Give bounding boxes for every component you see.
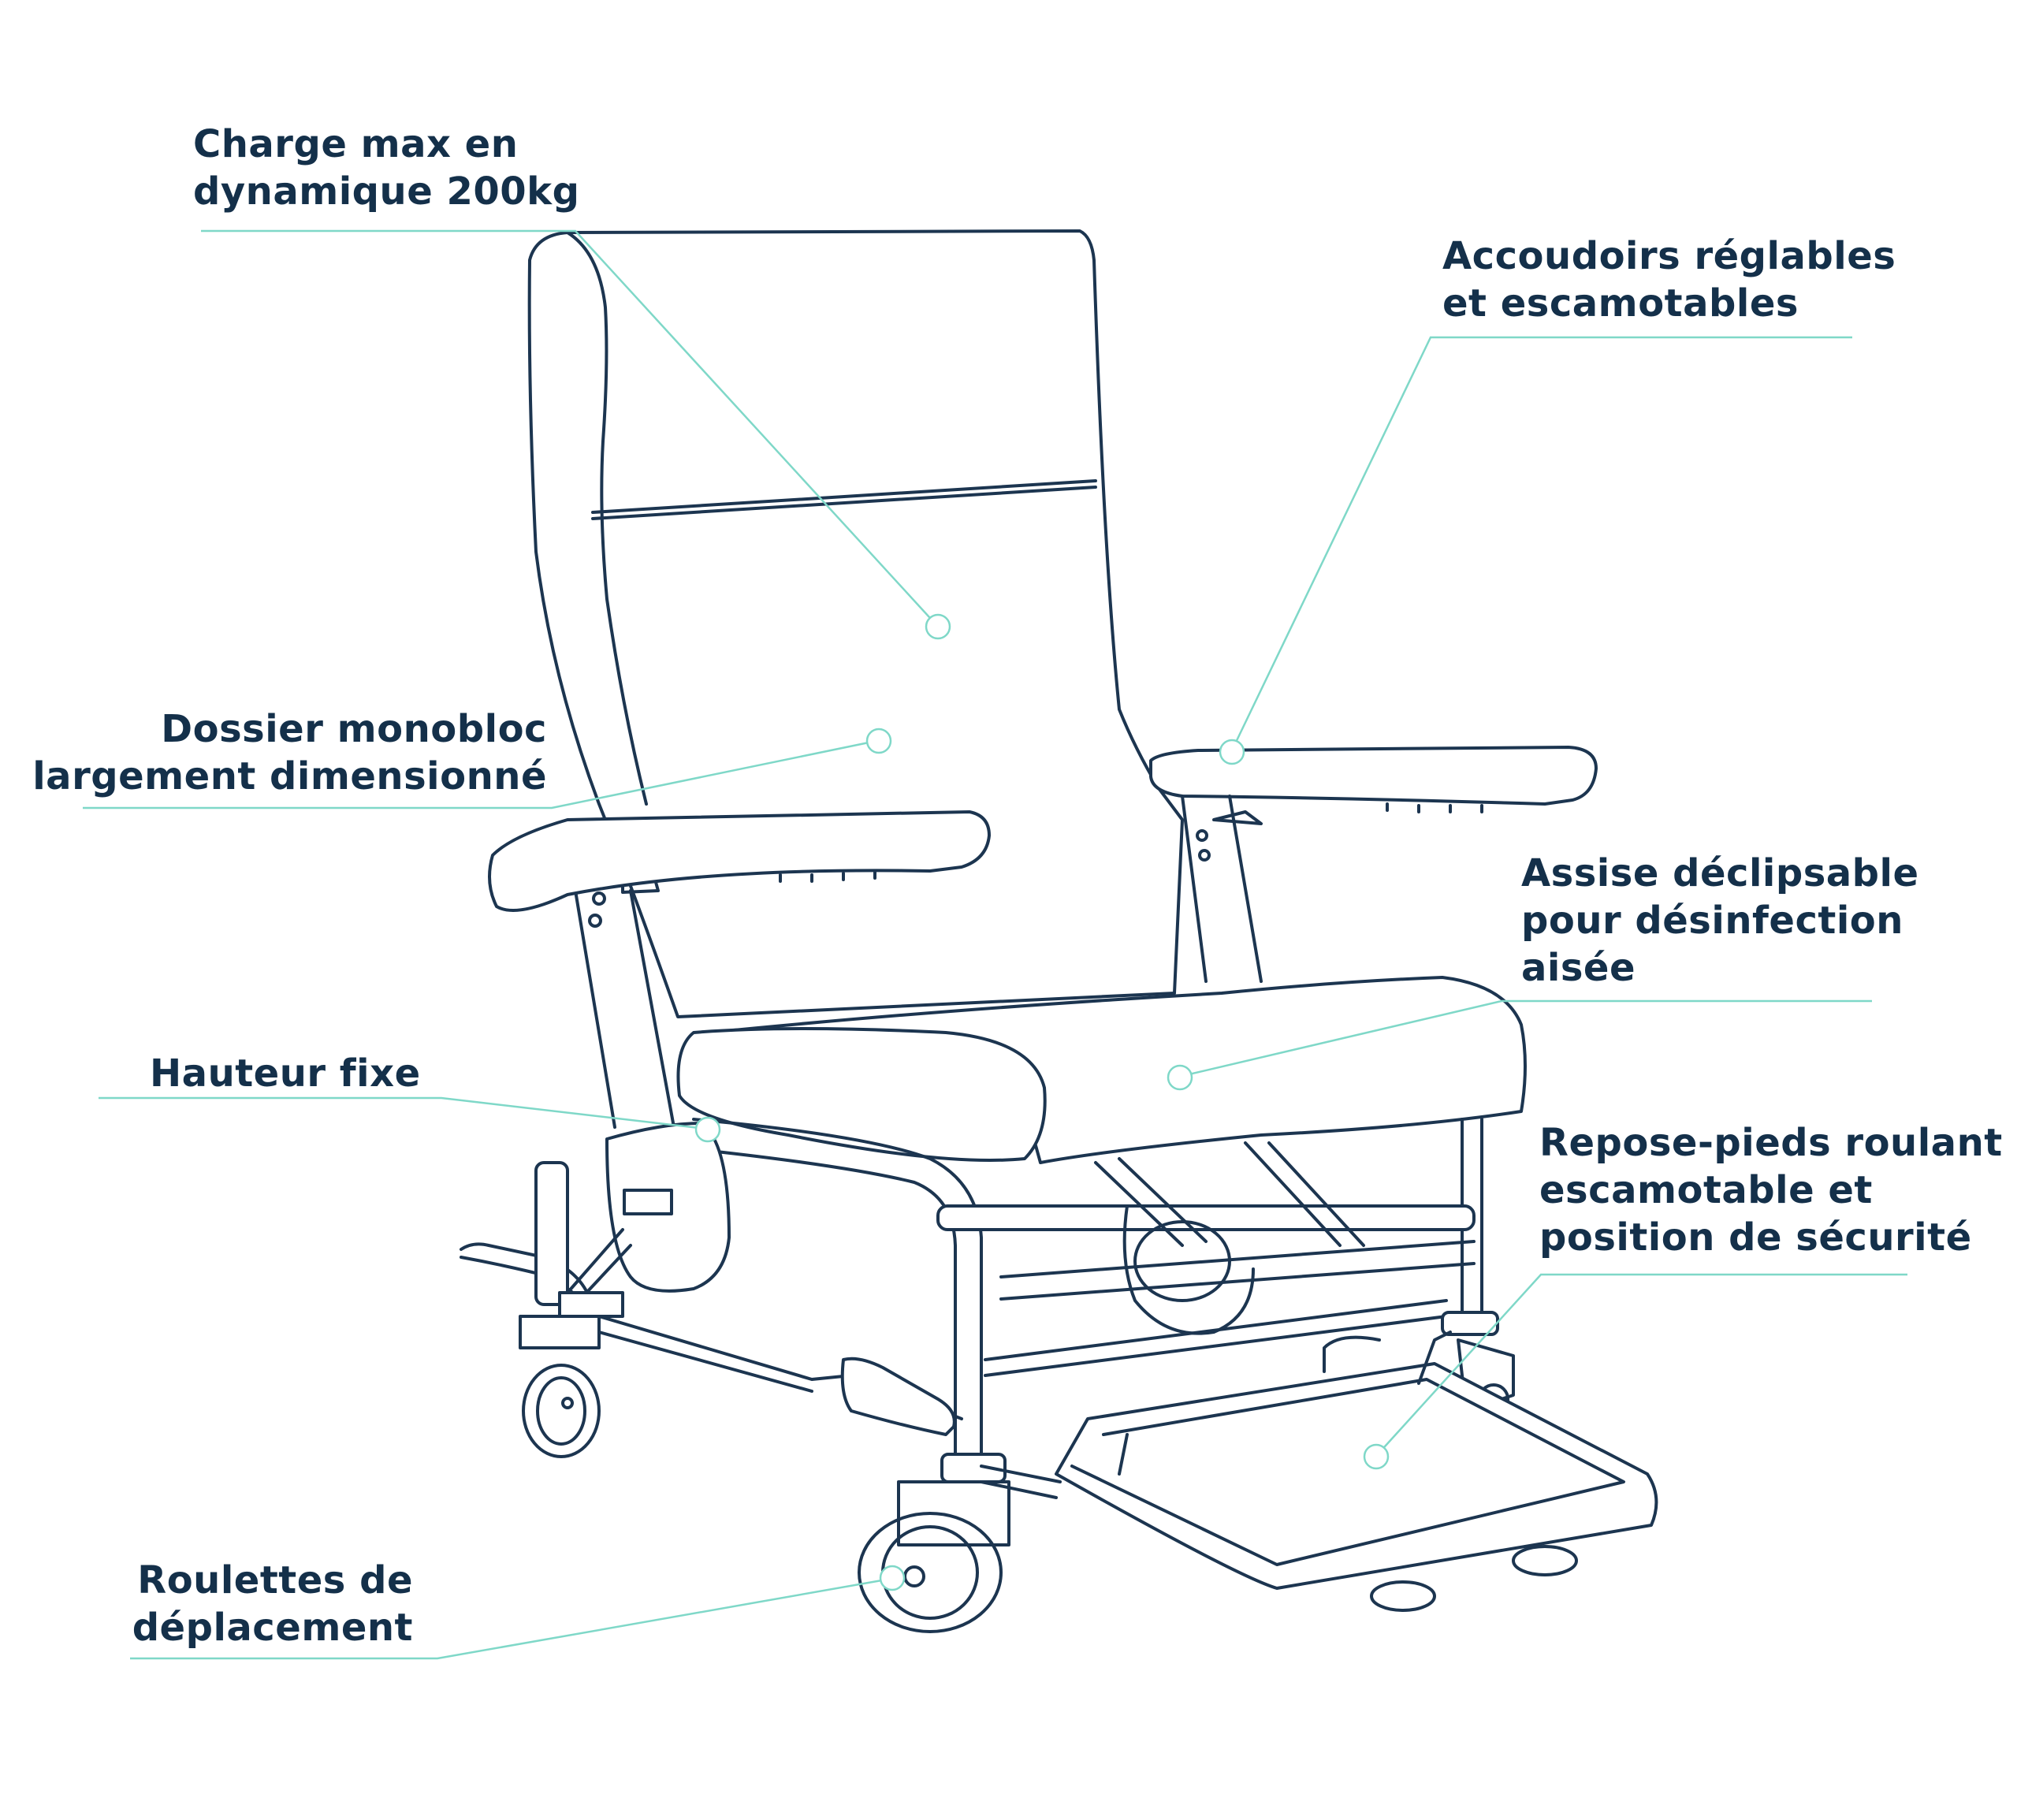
leader-charge	[201, 229, 951, 640]
label-accoudoirs-line2: et escamotables	[1442, 281, 1799, 326]
label-charge-line1: Charge max en	[193, 122, 519, 166]
label-roulettes: Roulettes de déplacement	[132, 1557, 413, 1651]
label-charge-line2: dynamique 200kg	[193, 169, 580, 214]
label-accoudoirs: Accoudoirs réglables et escamotables	[1442, 233, 1896, 327]
label-repose-line2: escamotable et	[1539, 1168, 1873, 1212]
label-hauteur: Hauteur fixe	[150, 1050, 421, 1097]
label-charge: Charge max en dynamique 200kg	[193, 121, 579, 215]
leader-hauteur	[99, 1096, 721, 1143]
label-repose: Repose-pieds roulant escamotable et posi…	[1539, 1119, 2003, 1261]
front-caster	[858, 1453, 1010, 1633]
leader-repose	[1363, 1273, 1907, 1470]
label-roulettes-line1: Roulettes de	[137, 1558, 413, 1602]
label-repose-line3: position de sécurité	[1539, 1215, 1972, 1260]
footrest	[980, 1331, 1658, 1612]
label-assise-line2: pour désinfection	[1521, 899, 1903, 943]
label-accoudoirs-line1: Accoudoirs réglables	[1442, 234, 1896, 278]
label-hauteur-line1: Hauteur fixe	[150, 1051, 421, 1096]
actuator	[1122, 1204, 1255, 1335]
seat-cushion	[676, 976, 1527, 1164]
label-repose-line1: Repose-pieds roulant	[1539, 1121, 2003, 1165]
label-roulettes-line2: déplacement	[132, 1606, 413, 1650]
leader-dossier	[83, 728, 892, 810]
side-panel	[460, 1122, 731, 1306]
back-left-caster	[519, 1291, 624, 1458]
label-assise: Assise déclipsable pour désinfection ais…	[1521, 850, 1919, 992]
rear-bar	[597, 1315, 963, 1436]
label-dossier-line1: Dossier monobloc	[161, 707, 547, 751]
frame	[692, 1118, 1483, 1476]
label-dossier-line2: largement dimensionné	[32, 754, 547, 798]
label-assise-line3: aisée	[1521, 946, 1636, 990]
left-armrest	[488, 810, 991, 1129]
leader-accoudoirs	[1219, 336, 1852, 765]
leader-assise	[1167, 999, 1872, 1091]
leader-roulettes	[130, 1565, 906, 1660]
label-assise-line1: Assise déclipsable	[1521, 851, 1919, 895]
label-dossier: Dossier monobloc largement dimensionné	[32, 705, 547, 800]
right-armrest	[1149, 746, 1598, 983]
